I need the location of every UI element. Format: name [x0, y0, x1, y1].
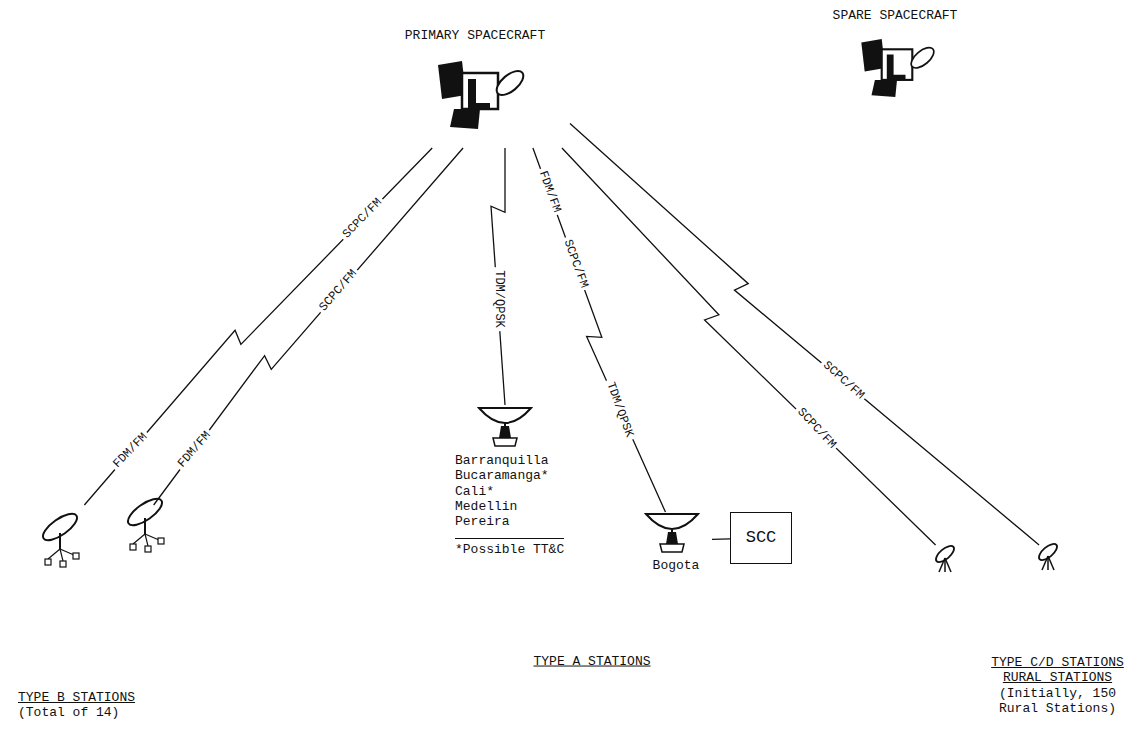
link-label: SCPC/FM — [316, 265, 363, 317]
process-box: SCC — [730, 512, 792, 564]
link-line — [712, 538, 730, 540]
node-text: (Initially, 150 Rural Stations) — [985, 686, 1130, 717]
rural-antenna — [933, 543, 956, 572]
link-label: SCPC/FM — [559, 236, 591, 294]
spacecraft-label-box: SPARE SPACECRAFT — [800, 8, 990, 103]
rural-antenna — [1036, 541, 1059, 570]
spare-spacecraft-icon — [861, 39, 937, 97]
node-text: TYPE B STATIONS — [18, 690, 240, 705]
link-label: FDM/FM — [173, 427, 216, 473]
node-text: SPARE SPACECRAFT — [800, 8, 990, 23]
node-text: PRIMARY SPACECRAFT — [380, 28, 570, 43]
link-line — [154, 148, 463, 505]
station-group: TYPE B STATIONS(Total of 14) — [12, 505, 240, 730]
link-label: SCPC/FM — [338, 194, 387, 244]
node-text: SCC — [746, 528, 777, 548]
link-label: SCPC/FM — [817, 357, 868, 405]
link-label: FDM/FM — [534, 166, 564, 217]
link-label: TDM/QPSK — [602, 377, 637, 441]
station-group: Barranquilla Bucaramanga* Cali* Medellin… — [445, 405, 570, 570]
type-a-antenna — [479, 408, 531, 446]
node-text: Bogota — [640, 558, 712, 573]
node-text: RURAL STATIONS — [985, 670, 1130, 685]
link-line — [562, 148, 936, 545]
link-label: FDM/FM — [109, 428, 153, 473]
link-line — [570, 123, 1039, 545]
link-label: TDM/QPSK — [491, 267, 505, 331]
bogota-antenna — [646, 514, 698, 552]
primary-spacecraft-icon — [438, 61, 527, 129]
node-text: Barranquilla Bucaramanga* Cali* Medellin… — [455, 453, 555, 530]
type-b-antenna — [124, 494, 166, 552]
link-label: SCPC/FM — [792, 403, 841, 454]
node-text: *Possible TT&C — [455, 538, 564, 557]
node-text: (Total of 14) — [18, 705, 240, 720]
station-group: TYPE C/D STATIONSRURAL STATIONS(Initiall… — [905, 545, 1130, 725]
spacecraft-label-box: PRIMARY SPACECRAFT — [380, 28, 570, 148]
link-line — [491, 148, 505, 405]
link-line — [84, 148, 432, 505]
group-heading: TYPE A STATIONS — [530, 655, 653, 670]
link-line — [533, 148, 666, 512]
node-text: TYPE C/D STATIONS — [985, 655, 1130, 670]
type-b-antenna — [39, 509, 81, 567]
station-node: Bogota — [640, 512, 712, 582]
